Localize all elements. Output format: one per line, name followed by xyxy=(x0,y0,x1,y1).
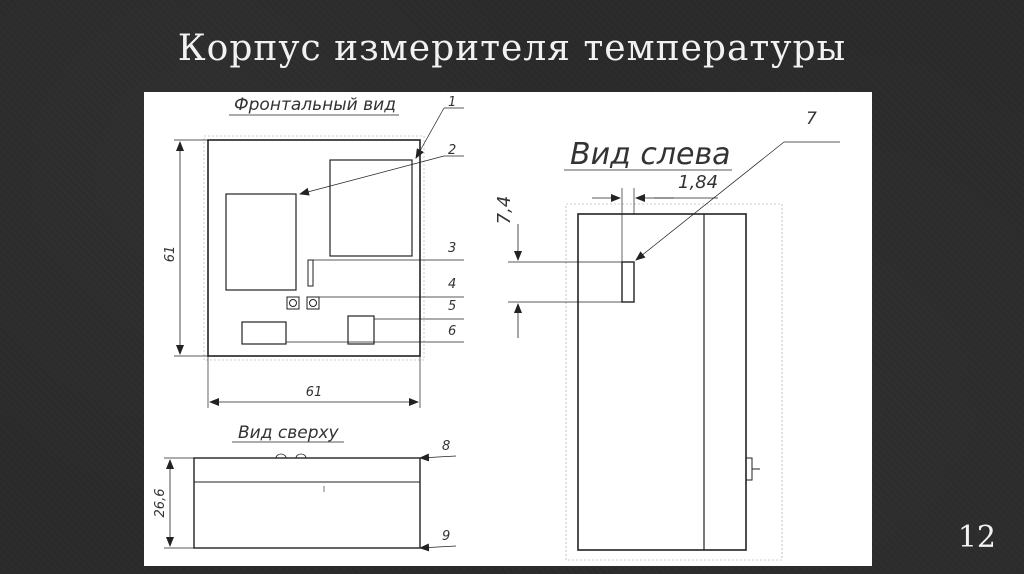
left-offset-dim: 1,84 xyxy=(678,172,718,193)
front-view: Фронтальный вид 61 xyxy=(163,95,464,408)
leader-9 xyxy=(419,543,457,552)
leader-2 xyxy=(299,155,445,196)
left-side-connector xyxy=(745,457,753,481)
front-connector-1 xyxy=(286,296,300,310)
left-height-dim: 7,4 xyxy=(494,196,515,225)
front-body-outline xyxy=(207,139,421,357)
front-display-right xyxy=(329,159,413,257)
front-connector-2 xyxy=(306,296,320,310)
callout-7: 7 xyxy=(806,109,817,129)
leader-8 xyxy=(419,453,457,462)
slide-number: 12 xyxy=(957,520,996,555)
callout-6: 6 xyxy=(448,324,456,339)
left-body-outline xyxy=(577,213,747,551)
top-view: Вид сверху 26,6 8 9 xyxy=(153,423,457,552)
callout-9: 9 xyxy=(442,529,450,544)
callout-4: 4 xyxy=(448,277,456,292)
callout-1: 1 xyxy=(448,95,456,110)
left-body-contour xyxy=(565,203,783,561)
front-view-label: Фронтальный вид xyxy=(234,95,396,115)
front-button-right xyxy=(347,315,375,345)
front-height-dim: 61 xyxy=(163,246,178,263)
drawing-canvas: Фронтальный вид 61 xyxy=(153,95,840,561)
callout-5: 5 xyxy=(448,299,456,314)
slide-title: Корпус измерителя температуры xyxy=(177,28,847,69)
technical-drawing: Фронтальный вид 61 xyxy=(144,92,872,566)
top-bump-1 xyxy=(275,453,287,459)
top-height-dim: 26,6 xyxy=(153,489,168,518)
front-connector-1-hole xyxy=(289,299,297,307)
front-width-dim: 61 xyxy=(306,385,323,400)
leader-1 xyxy=(415,107,445,159)
front-body-contour xyxy=(203,135,425,361)
callout-2: 2 xyxy=(448,143,456,158)
front-display-left xyxy=(225,193,297,291)
top-bump-2 xyxy=(295,453,307,459)
front-connector-2-hole xyxy=(309,299,317,307)
callout-8: 8 xyxy=(442,439,450,454)
front-sensor-slot xyxy=(307,259,314,287)
leader-7 xyxy=(635,141,785,261)
left-view: Вид слева 1,84 7,4 xyxy=(494,109,840,561)
left-sensor-probe xyxy=(621,261,635,303)
top-view-label: Вид сверху xyxy=(238,423,340,443)
left-view-label: Вид слева xyxy=(570,137,731,172)
callout-3: 3 xyxy=(448,241,456,256)
front-button-left xyxy=(241,321,287,345)
top-body-outline xyxy=(193,457,421,549)
